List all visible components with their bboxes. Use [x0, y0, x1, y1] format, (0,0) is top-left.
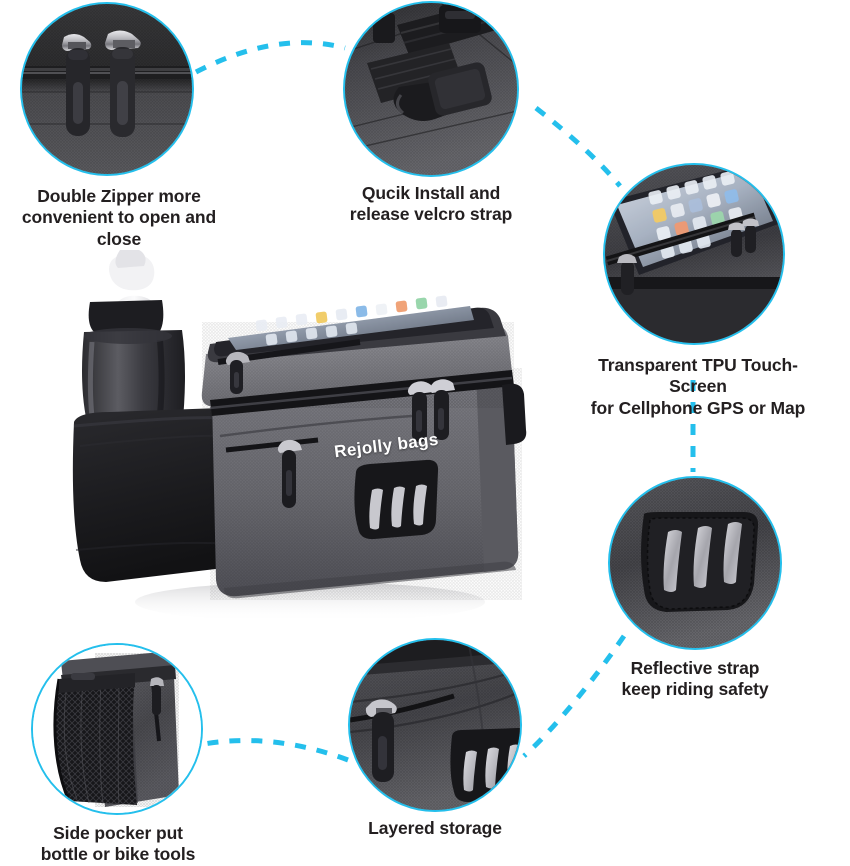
callout-image-layered-storage: [350, 640, 520, 810]
reflective-patch-icon: [610, 478, 780, 648]
callout-image-double-zipper: [22, 4, 192, 174]
zipper-pull-side: [728, 218, 759, 257]
mesh-side-pocket-icon: [33, 645, 201, 813]
connector-layered-to-sidepocket: [203, 738, 349, 763]
reflective-patch: [354, 459, 439, 540]
side-strap-tab: [502, 383, 527, 445]
zipper-pull-left: [62, 34, 92, 136]
upper-zipper-pull: [217, 339, 361, 394]
reflective-bars: [663, 522, 742, 592]
release-buckle: [393, 62, 492, 121]
side-pocket: [72, 408, 227, 582]
zipper-pull-front: [617, 254, 637, 295]
product-main-image: Rejolly bags: [60, 250, 530, 650]
front-zipper-pull: [277, 439, 302, 508]
double-zipper-pulls: [407, 379, 455, 442]
zipper-pull: [365, 699, 397, 782]
double-zipper-pulls-icon: [22, 4, 192, 174]
callout-caption-side-pocket: Side pocker put bottle or bike tools: [40, 823, 196, 865]
callout-caption-double-zipper: Double Zipper more convenient to open an…: [21, 186, 217, 249]
connector-velcro-to-tpu: [534, 106, 622, 188]
side-zipper: [150, 677, 164, 742]
front-pocket: [219, 414, 413, 508]
velcro-buckle-strap-icon: [345, 3, 517, 175]
callout-image-tpu-touchscreen: [605, 165, 783, 343]
callout-caption-layered-storage: Layered storage: [368, 818, 502, 838]
callout-image-side-pocket: [33, 645, 201, 813]
top-buckle: [439, 5, 481, 33]
callout-image-reflective-strap: [610, 478, 780, 648]
callout-caption-tpu-touchscreen: Transparent TPU Touch-Screen for Cellpho…: [590, 355, 806, 418]
callout-image-velcro-strap: [345, 3, 517, 175]
front-pocket-zipper-icon: [350, 640, 520, 810]
callout-caption-velcro-strap: Qucik Install and release velcro strap: [349, 183, 513, 225]
zipper-pull-right: [105, 30, 141, 137]
reflective-patch-small: [450, 728, 520, 802]
handlebar-bag-illustration: [72, 250, 527, 622]
connector-zipper-to-velcro: [194, 40, 346, 75]
callout-caption-reflective-strap: Reflective strap keep riding safety: [621, 658, 769, 700]
tpu-window-frame: [207, 295, 506, 363]
tpu-phone-window-icon: [605, 165, 783, 343]
